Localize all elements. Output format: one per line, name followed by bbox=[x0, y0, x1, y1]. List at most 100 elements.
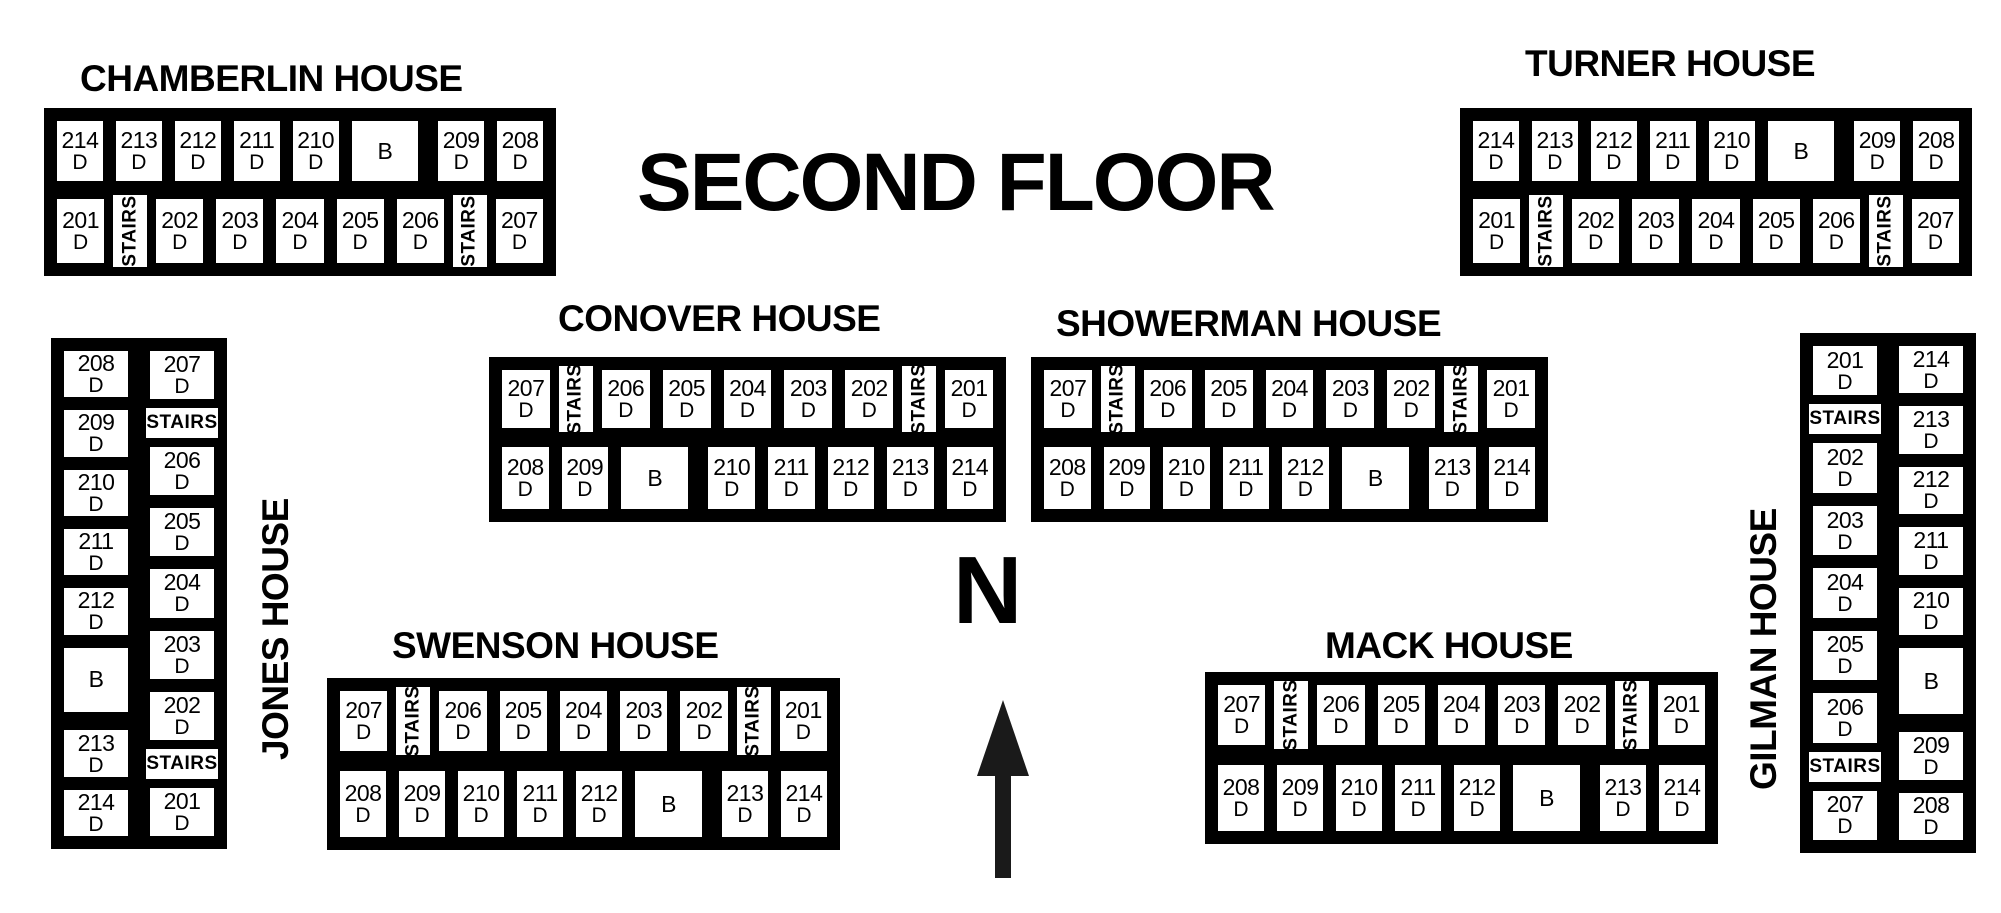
bathroom-cell[interactable]: B bbox=[60, 643, 132, 717]
bathroom-cell[interactable]: B bbox=[1337, 443, 1414, 513]
bathroom-cell[interactable]: B bbox=[1895, 643, 1967, 719]
bathroom-cell[interactable]: B bbox=[1509, 761, 1584, 835]
bathroom-cell[interactable]: B bbox=[347, 117, 423, 185]
bathroom-cell[interactable]: B bbox=[1763, 117, 1839, 185]
